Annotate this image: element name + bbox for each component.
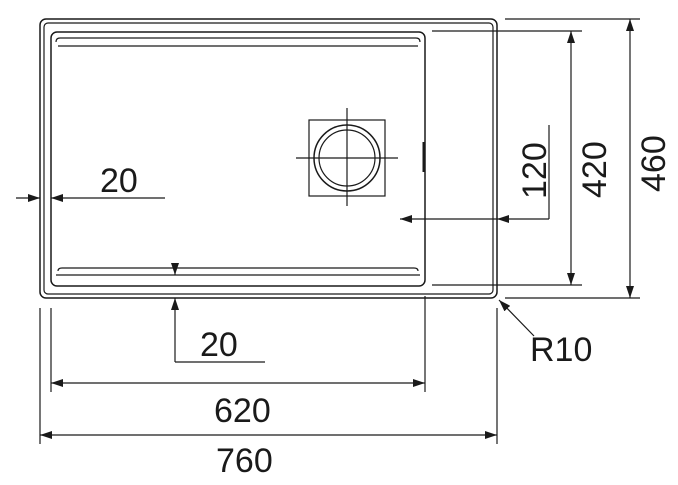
sink-outer-outline <box>39 18 498 299</box>
bowl-width-label: 620 <box>214 392 271 430</box>
bowl-bottom-ledge-inner <box>57 267 419 272</box>
corner-radius-leader <box>498 299 535 337</box>
bottom-offset-label: 20 <box>200 326 238 364</box>
left-offset-label: 20 <box>100 162 138 200</box>
overall-height-label: 460 <box>635 135 673 192</box>
drain-offset-label: 120 <box>516 142 554 199</box>
bowl-outline <box>50 31 426 287</box>
bowl-top-ledge <box>55 37 421 43</box>
bowl-height-label: 420 <box>576 141 614 198</box>
sink-outer-inner-outline <box>43 22 494 295</box>
overall-width-label: 760 <box>216 442 273 480</box>
corner-radius-label: R10 <box>530 331 592 369</box>
